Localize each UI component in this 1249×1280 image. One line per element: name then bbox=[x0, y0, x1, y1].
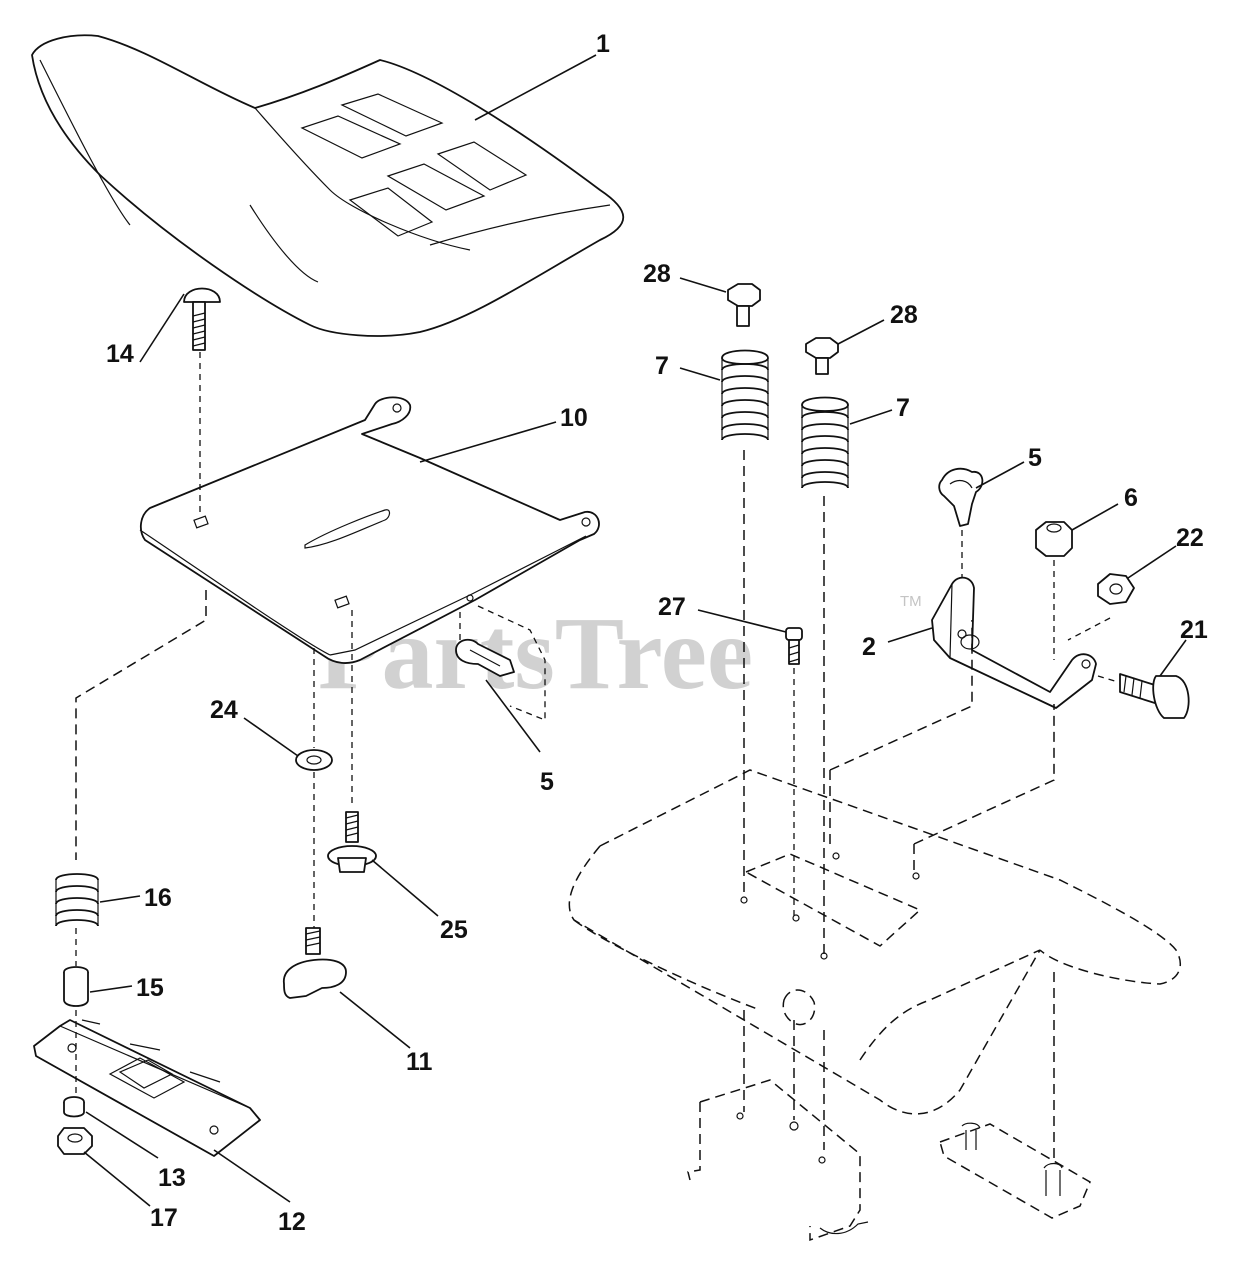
callout-leader-12 bbox=[213, 1149, 291, 1203]
clip-5-upper bbox=[938, 467, 984, 527]
callout-28a: 28 bbox=[643, 260, 671, 288]
callout-leader-1 bbox=[474, 54, 597, 121]
callout-10: 10 bbox=[560, 404, 588, 432]
bolt-28-right bbox=[805, 337, 839, 375]
callout-15: 15 bbox=[136, 974, 164, 1002]
callout-leader-27 bbox=[697, 609, 787, 633]
callout-21: 21 bbox=[1180, 616, 1208, 644]
callout-1: 1 bbox=[596, 30, 610, 58]
spring-16 bbox=[55, 873, 99, 927]
callout-13: 13 bbox=[158, 1164, 186, 1192]
callout-leader-17 bbox=[83, 1151, 151, 1207]
callout-7a: 7 bbox=[655, 352, 669, 380]
callout-leader-25 bbox=[371, 859, 439, 917]
clip-5-lower bbox=[455, 638, 515, 677]
callout-14: 14 bbox=[106, 340, 134, 368]
callout-27: 27 bbox=[658, 593, 686, 621]
slide-rail-12 bbox=[33, 1019, 261, 1157]
callout-leader-13 bbox=[85, 1111, 159, 1159]
shoulder-bolt-21 bbox=[1119, 673, 1190, 719]
watermark-trademark: TM bbox=[900, 593, 922, 610]
spring-7-right bbox=[801, 396, 849, 489]
callout-2: 2 bbox=[862, 633, 876, 661]
bolt-25 bbox=[327, 811, 377, 873]
callout-11: 11 bbox=[406, 1048, 433, 1076]
nut-17 bbox=[57, 1127, 93, 1155]
callout-5b: 5 bbox=[540, 768, 554, 796]
nut-6 bbox=[1035, 521, 1073, 557]
spacer-13 bbox=[63, 1096, 85, 1118]
bolt-28-left bbox=[727, 283, 761, 327]
knob-11 bbox=[283, 927, 347, 999]
nut-22 bbox=[1097, 573, 1135, 605]
callout-leader-16 bbox=[99, 895, 141, 903]
callout-leader-15 bbox=[89, 985, 133, 993]
callout-leader-10 bbox=[419, 421, 557, 463]
callout-22: 22 bbox=[1176, 524, 1204, 552]
callout-16: 16 bbox=[144, 884, 172, 912]
callout-7b: 7 bbox=[896, 394, 910, 422]
callout-leader-28a bbox=[679, 277, 727, 293]
callout-leader-14 bbox=[139, 293, 185, 363]
seat-pan-part bbox=[139, 396, 600, 664]
callout-leader-28b bbox=[837, 319, 885, 345]
callout-leader-5a bbox=[975, 461, 1025, 489]
callout-17: 17 bbox=[150, 1204, 178, 1232]
spacer-15 bbox=[63, 966, 89, 1007]
washer-24 bbox=[295, 749, 333, 771]
callout-leader-2 bbox=[887, 627, 933, 643]
callout-24: 24 bbox=[210, 696, 238, 724]
bracket-2 bbox=[931, 576, 1097, 709]
callout-leader-21 bbox=[1159, 639, 1187, 677]
callout-leader-5b bbox=[485, 679, 541, 753]
carriage-bolt-part bbox=[183, 287, 221, 351]
callout-leader-7a bbox=[679, 367, 721, 381]
callout-6: 6 bbox=[1124, 484, 1138, 512]
callout-leader-7b bbox=[849, 409, 893, 425]
callout-leader-22 bbox=[1127, 545, 1177, 579]
callout-25: 25 bbox=[440, 916, 468, 944]
callout-leader-6 bbox=[1071, 503, 1119, 531]
tractor-frame-outline bbox=[568, 620, 1181, 1242]
callout-leader-24 bbox=[243, 717, 299, 757]
screw-27 bbox=[785, 627, 803, 665]
callout-28b: 28 bbox=[890, 301, 918, 329]
callout-leader-11 bbox=[339, 991, 411, 1049]
seat-part bbox=[31, 34, 625, 337]
callout-5a: 5 bbox=[1028, 444, 1042, 472]
spring-7-left bbox=[721, 349, 769, 441]
callout-12: 12 bbox=[278, 1208, 306, 1236]
